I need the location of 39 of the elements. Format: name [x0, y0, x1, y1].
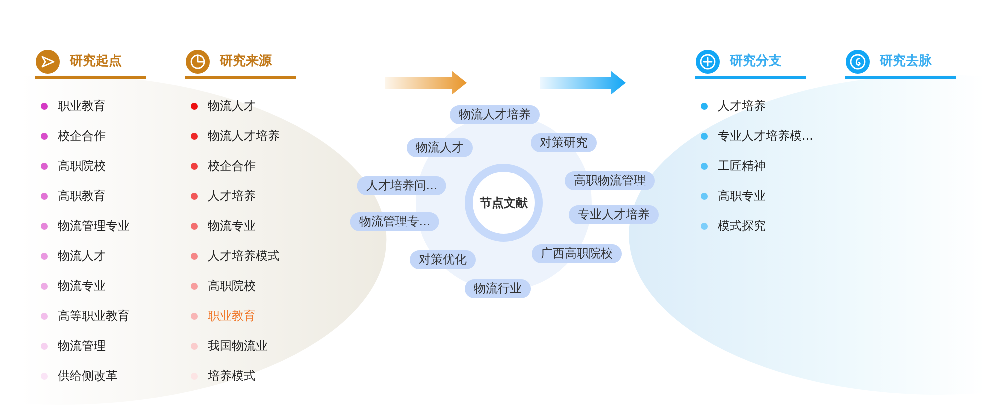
list-item: 物流人才 — [58, 248, 106, 264]
keyword-pill: 物流管理专... — [350, 212, 440, 232]
list-item: 物流专业 — [58, 278, 106, 294]
list-item: 物流管理专业 — [58, 218, 130, 234]
list-item: 物流专业 — [208, 218, 256, 234]
keyword-pill: 对策研究 — [531, 134, 597, 152]
keyword-pill: 人才培养问... — [357, 176, 447, 196]
keyword-pill: 广西高职院校 — [532, 244, 622, 264]
list-item: 物流管理 — [58, 338, 106, 354]
list-item: 人才培养 — [208, 188, 256, 204]
column-heading: 研究来源 — [220, 53, 272, 71]
list-item: 物流人才 — [208, 98, 256, 114]
list-item: 高职院校 — [208, 278, 256, 294]
column-heading: 研究分支 — [730, 53, 782, 71]
column-heading: 研究起点 — [70, 53, 122, 71]
list-item: 高职院校 — [58, 158, 106, 174]
list-item: 人才培养 — [718, 98, 766, 114]
keyword-pill: 高职物流管理 — [565, 172, 655, 190]
list-item: 职业教育 — [58, 98, 106, 114]
keyword-pill: 物流人才 — [407, 138, 473, 158]
column-heading: 研究去脉 — [880, 53, 932, 71]
list-item: 校企合作 — [58, 128, 106, 144]
list-item: 职业教育 — [208, 308, 256, 324]
list-item: 我国物流业 — [208, 338, 268, 354]
list-item: 培养模式 — [208, 368, 256, 384]
list-item: 专业人才培养模... — [718, 128, 814, 144]
list-item: 高职专业 — [718, 188, 766, 204]
list-item: 供给侧改革 — [58, 368, 118, 384]
list-item: 高等职业教育 — [58, 308, 130, 324]
list-item: 人才培养模式 — [208, 248, 280, 264]
list-item: 校企合作 — [208, 158, 256, 174]
keyword-pill: 专业人才培养 — [569, 206, 659, 224]
keyword-pill: 物流行业 — [465, 280, 531, 298]
list-item: 高职教育 — [58, 188, 106, 204]
keyword-pill: 物流人才培养 — [450, 106, 540, 124]
list-item: 物流人才培养 — [208, 128, 280, 144]
list-item: 工匠精神 — [718, 158, 766, 174]
list-item: 模式探究 — [718, 218, 766, 234]
keyword-pill: 对策优化 — [410, 250, 476, 270]
